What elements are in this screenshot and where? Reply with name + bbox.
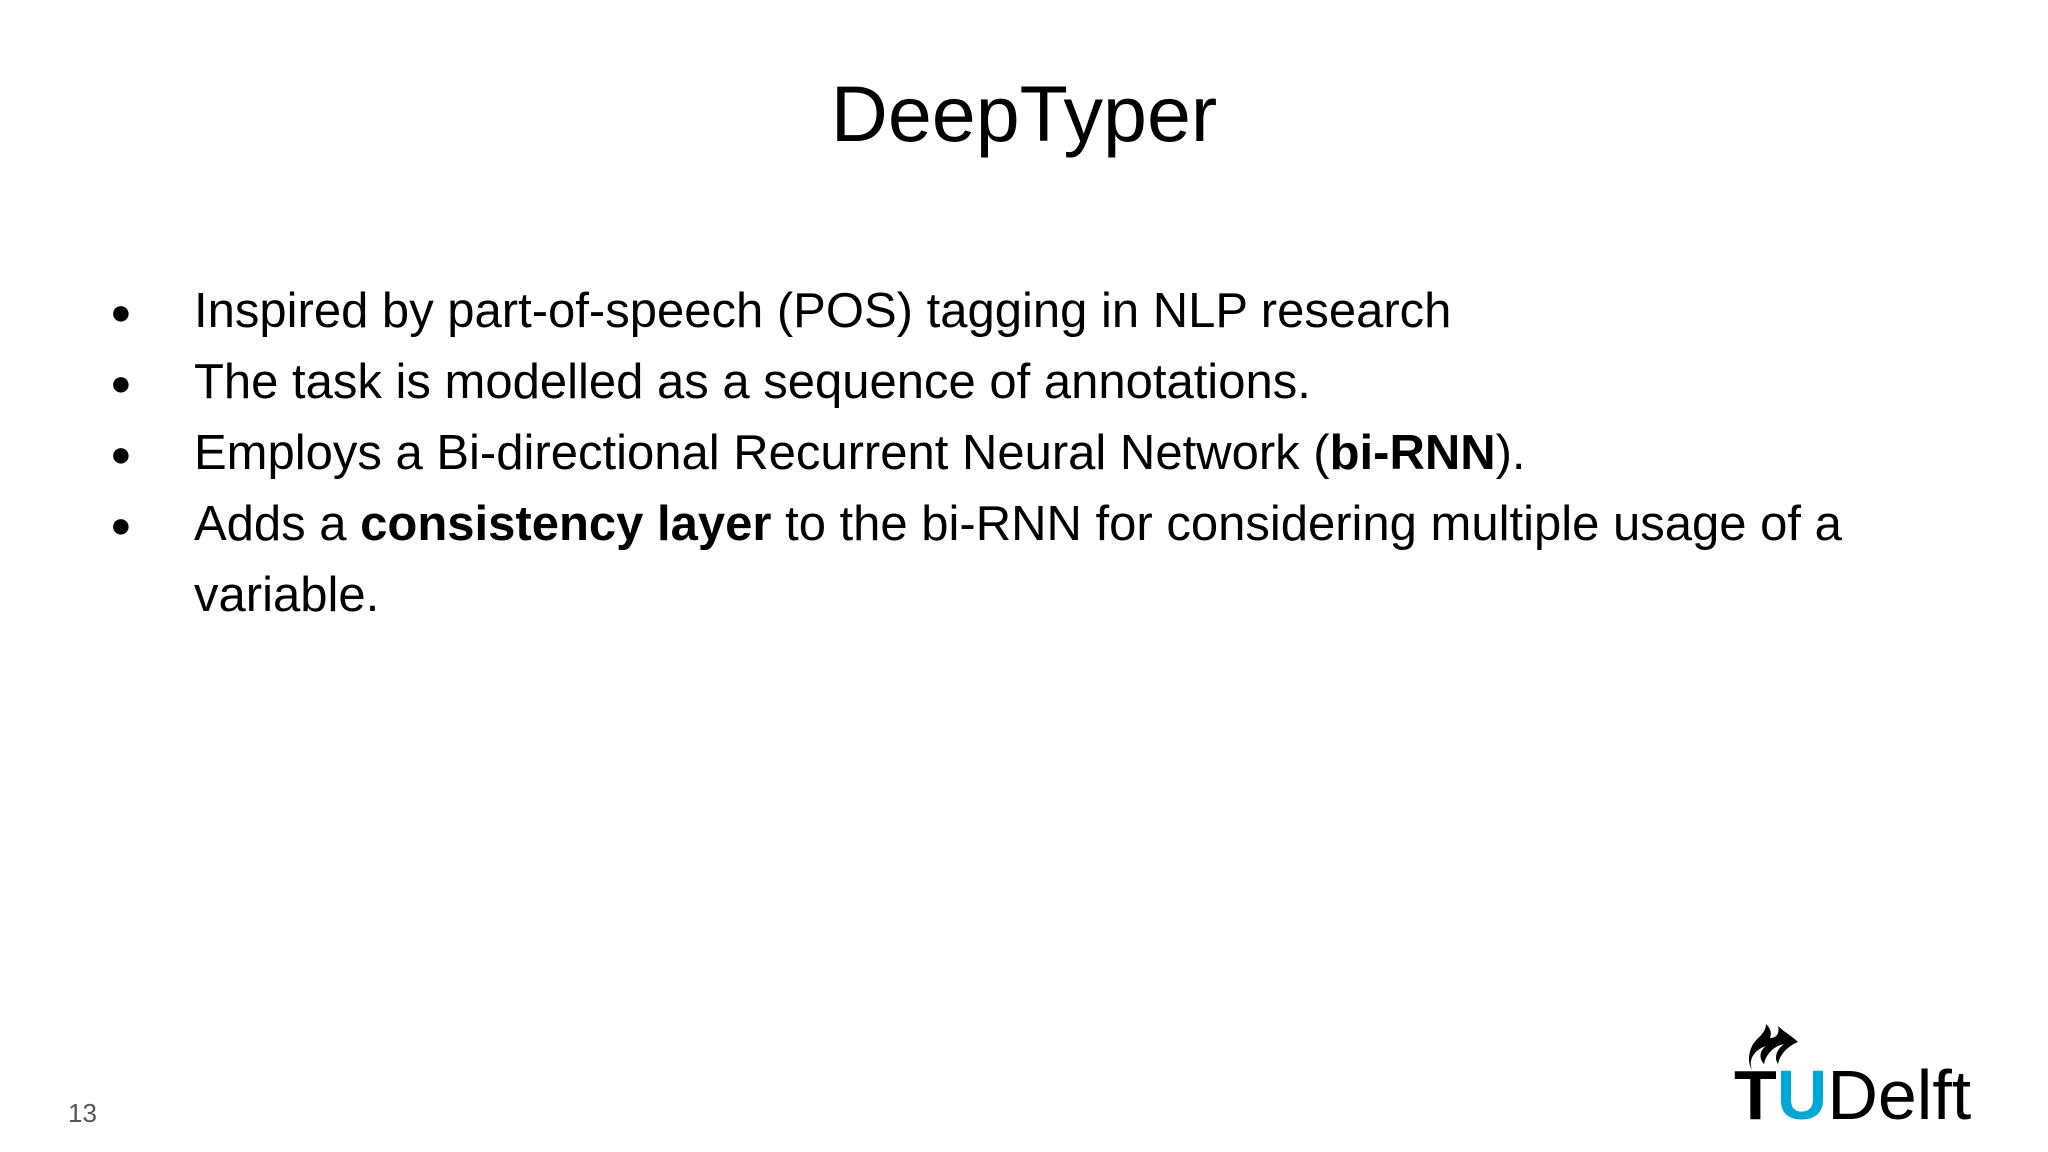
- bullet-list: ● Inspired by part-of-speech (POS) taggi…: [110, 276, 1950, 631]
- bullet-item: ● Inspired by part-of-speech (POS) taggi…: [110, 276, 1950, 347]
- bullet-text: Adds a: [194, 497, 361, 551]
- bullet-text-bold: bi-RNN: [1329, 426, 1496, 480]
- tudelft-wordmark: TUDelft: [1734, 1060, 1971, 1130]
- bullet-item: ● The task is modelled as a sequence of …: [110, 347, 1950, 418]
- tudelft-logo: TUDelft: [1734, 1024, 1990, 1130]
- bullet-text: Inspired by part-of-speech (POS) tagging…: [194, 284, 1452, 338]
- bullet-text: Employs a Bi-directional Recurrent Neura…: [194, 426, 1330, 480]
- bullet-text: The task is modelled as a sequence of an…: [194, 355, 1311, 409]
- logo-letter-t: T: [1734, 1056, 1777, 1134]
- tudelft-flame-icon: [1749, 1024, 1798, 1070]
- bullet-item: ● Employs a Bi-directional Recurrent Neu…: [110, 418, 1950, 489]
- bullet-item: ● Adds a consistency layer to the bi-RNN…: [110, 489, 1950, 631]
- bullet-marker: ●: [110, 362, 132, 403]
- bullet-marker: ●: [110, 433, 132, 474]
- page-number: 13: [68, 1098, 97, 1128]
- bullet-marker: ●: [110, 504, 132, 545]
- logo-letter-u: U: [1776, 1056, 1828, 1134]
- bullet-text: ).: [1495, 426, 1526, 480]
- bullet-text-bold: consistency layer: [360, 497, 772, 551]
- bullet-text: to the bi-RNN for considering multiple u…: [194, 497, 1842, 622]
- logo-word-delft: Delft: [1827, 1056, 1972, 1134]
- bullet-marker: ●: [110, 291, 132, 332]
- slide-title: DeepTyper: [830, 69, 1218, 158]
